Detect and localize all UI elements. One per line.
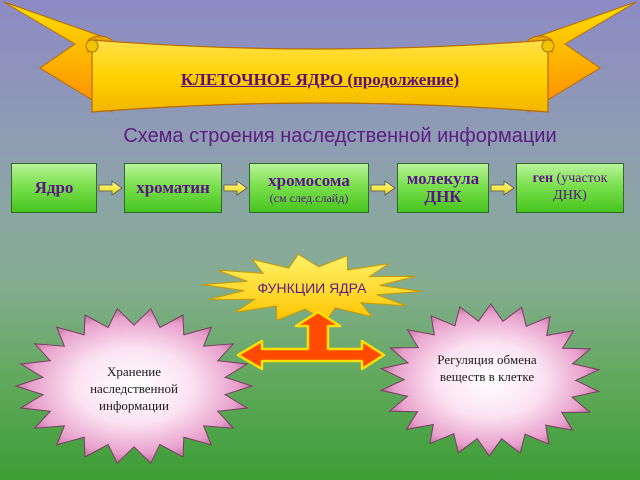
node-dna-molecule: молекула ДНК (397, 163, 489, 213)
node-label: хроматин (136, 178, 210, 198)
node-label: хромосома (268, 170, 350, 190)
node-label: ген (участок ДНК) (532, 171, 608, 203)
node-label: молекула ДНК (406, 169, 480, 206)
diagram-subtitle: Схема строения наследственной информации (123, 125, 557, 147)
arrow-right-icon (98, 180, 123, 196)
function-regulation-text: Регуляция обмена веществ в клетке (437, 352, 537, 384)
arrow-right-icon (370, 180, 396, 196)
arrow-right-icon (490, 180, 515, 196)
starburst-shape (379, 303, 601, 457)
arrow-right-icon (223, 180, 248, 196)
title-banner (3, 1, 637, 113)
starburst-shape (202, 253, 422, 323)
starburst-shape (14, 307, 254, 465)
node-note: (см след.слайд) (269, 190, 349, 205)
double-arrow-icon (236, 310, 386, 371)
node-chromosome: хромосома (см след.слайд) (249, 163, 369, 213)
node-gene: ген (участок ДНК) (516, 163, 624, 213)
node-chromatin: хроматин (124, 163, 222, 213)
functions-heading: ФУНКЦИИ ЯДРА (257, 280, 367, 296)
node-nucleus: Ядро (11, 163, 97, 213)
function-storage-text: Хранение наследственной информации (90, 364, 178, 413)
node-label: Ядро (34, 178, 74, 198)
slide-title: КЛЕТОЧНОЕ ЯДРО (продолжение) (180, 70, 460, 89)
